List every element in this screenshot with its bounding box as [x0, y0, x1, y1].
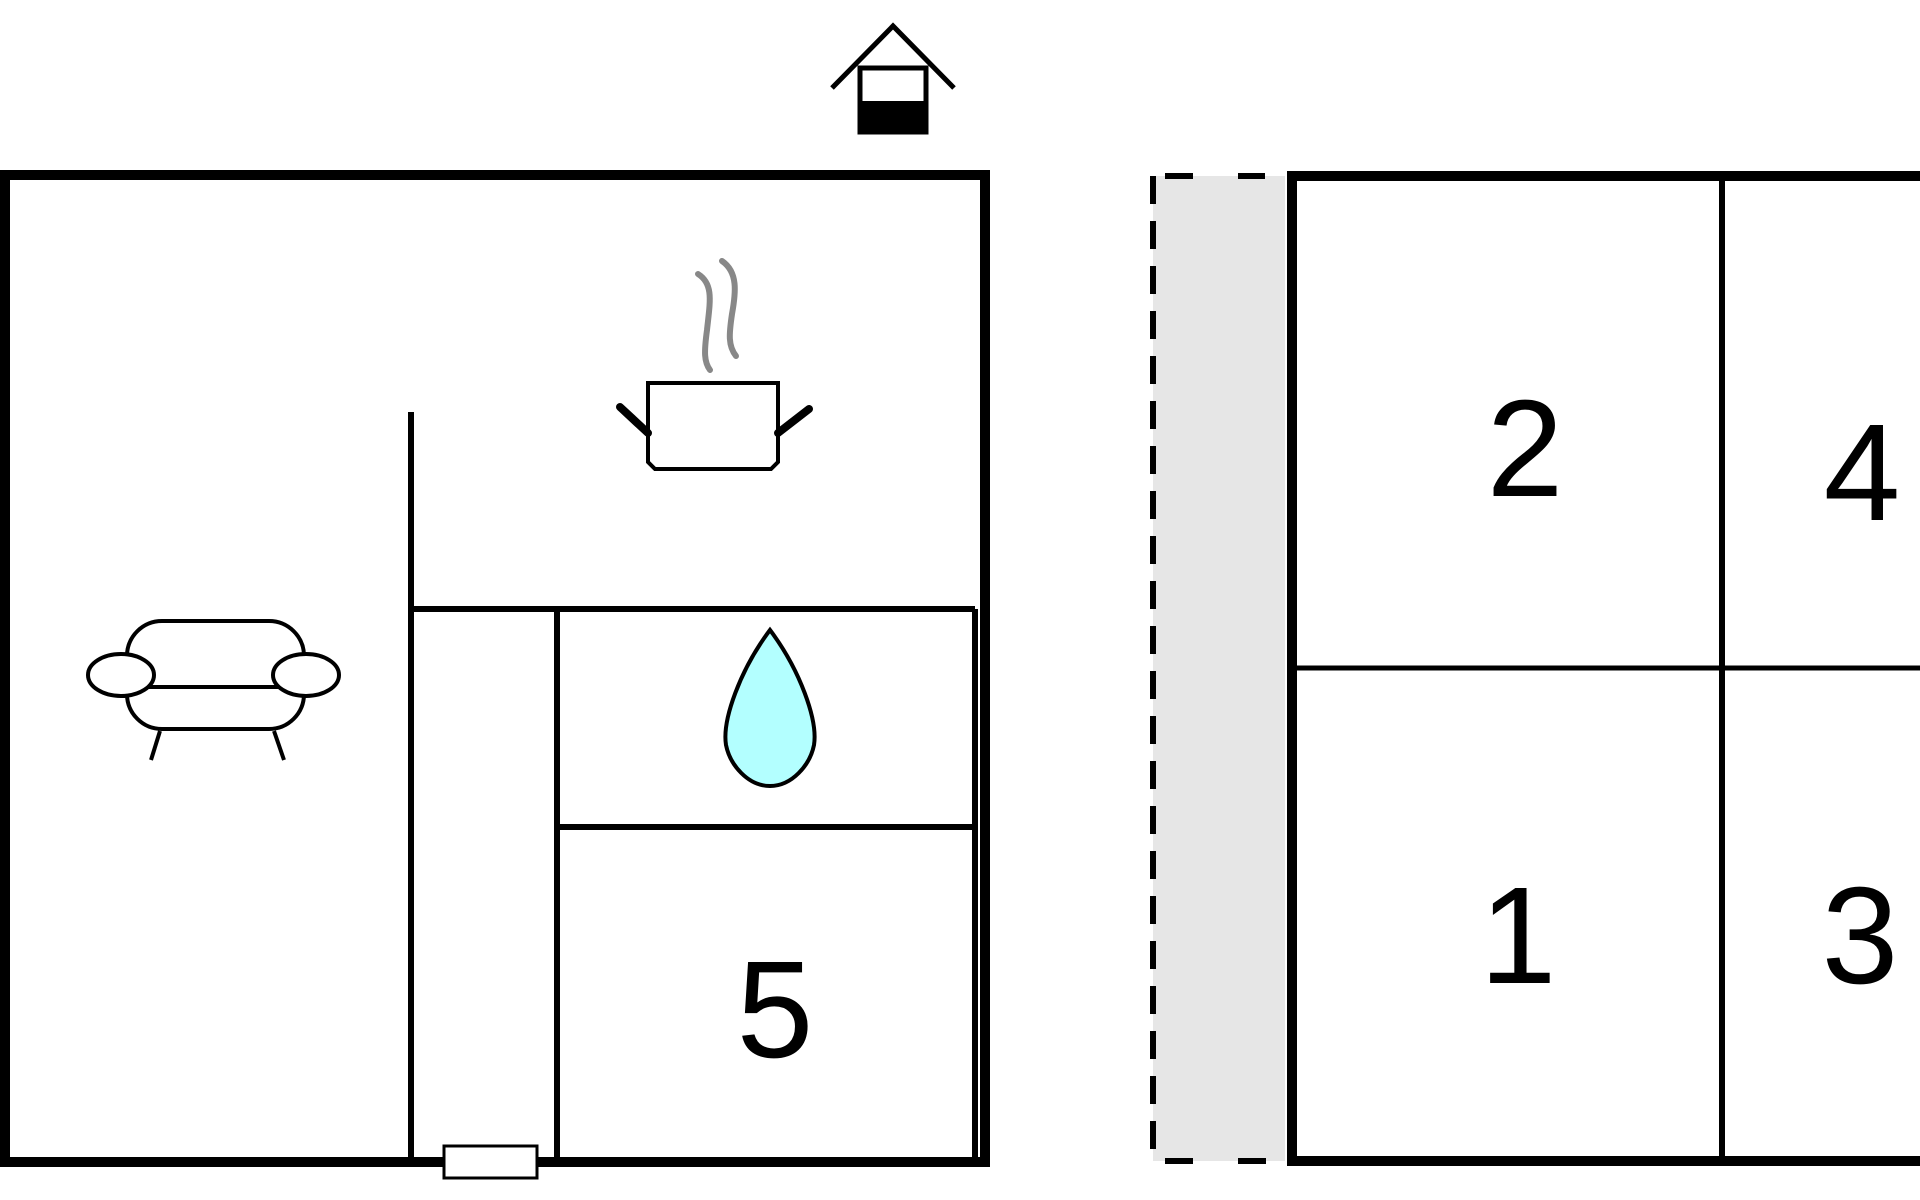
- cooking-pot-icon: [616, 258, 813, 471]
- room-3-number: 3: [1822, 859, 1899, 1013]
- entrance-house-icon: [830, 22, 956, 135]
- interior-walls: [408, 412, 978, 1160]
- water-drop-icon: [723, 626, 817, 789]
- room-1-number: 1: [1480, 859, 1557, 1013]
- right-building-outline: [1287, 171, 1920, 1166]
- room-5-number: 5: [737, 933, 814, 1087]
- sofa-icon: [86, 619, 341, 761]
- terrace: [1150, 173, 1285, 1164]
- room-2-number: 2: [1487, 372, 1564, 526]
- room-4-number: 4: [1824, 396, 1901, 550]
- door-threshold-icon: [442, 1144, 539, 1180]
